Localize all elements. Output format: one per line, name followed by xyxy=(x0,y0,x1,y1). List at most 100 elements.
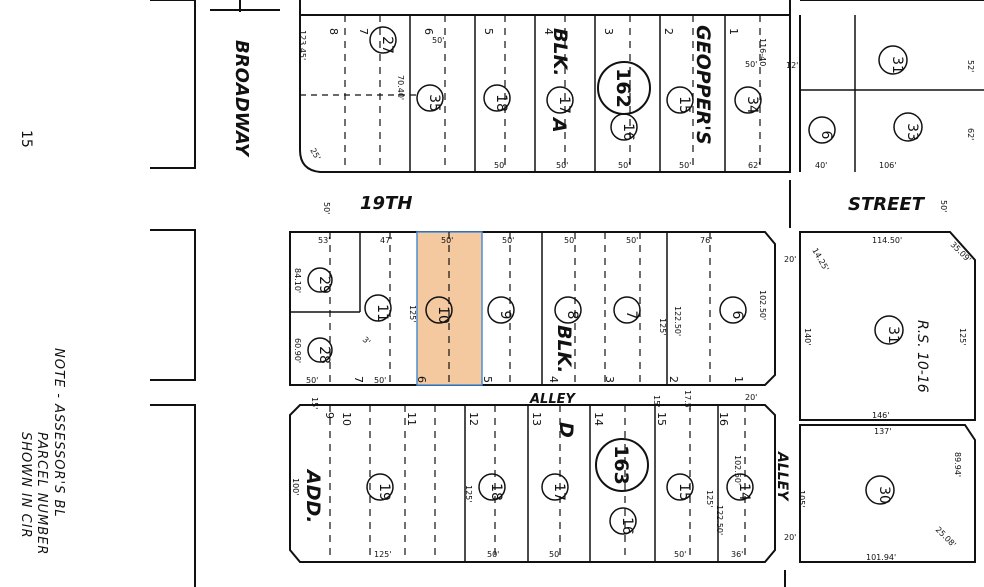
dim-top_62: 62' xyxy=(748,161,760,170)
dim-mid_84_10: 84.10' xyxy=(293,268,302,293)
dim-bot_50s-2: 50' xyxy=(674,550,686,559)
dim-top_123_45: 123.45' xyxy=(298,30,307,60)
dim-top_50s-3: 50' xyxy=(679,161,691,170)
dim-street_w1: 50' xyxy=(322,202,331,214)
dim-top_106: 106' xyxy=(879,161,896,170)
lot-lines xyxy=(329,15,761,562)
bottom-block-outline xyxy=(289,404,776,563)
parcel-bottom-18: 18 xyxy=(488,483,504,501)
block-a-label: BLK. xyxy=(549,28,571,77)
dim-top_40: 40' xyxy=(815,161,827,170)
lot-top-8: 8 xyxy=(327,28,340,35)
dim-mid_14_25: 14.25' xyxy=(810,247,830,273)
dim-mid_76: 76' xyxy=(700,236,712,245)
parcel-mid-7: 7 xyxy=(623,311,639,320)
highlighted-parcel[interactable] xyxy=(416,231,483,386)
dim-top_50r: 50' xyxy=(432,36,444,45)
alley-mid: ALLEY xyxy=(529,392,577,407)
parcel-mid-9: 9 xyxy=(497,311,513,320)
dim-top_50s-2: 50' xyxy=(618,161,630,170)
top-block-outline xyxy=(299,0,791,173)
parcel-top-18: 18 xyxy=(493,94,509,112)
lot-bottom-12: 12 xyxy=(467,412,480,426)
dim-bot_25_08: 25.08' xyxy=(934,525,958,549)
parcel-bottom-19: 19 xyxy=(376,483,392,501)
left-boundary-bottom xyxy=(150,404,196,587)
rs-label: R.S. 10-16 xyxy=(914,320,930,393)
lot-mid-3: 3 xyxy=(603,376,616,383)
alley-right: ALLEY xyxy=(774,451,790,502)
dim-bot_89_94: 89.94' xyxy=(953,452,962,477)
dim-alley_20: 20' xyxy=(745,393,757,402)
dim-bot_125_bot: 125' xyxy=(374,550,391,559)
dim-mid_20: 20' xyxy=(784,255,796,264)
parcel-top-27: 27 xyxy=(379,36,395,54)
parcel-top-6: 6 xyxy=(818,131,834,140)
street-label: STREET xyxy=(848,194,926,215)
lot-top-7: 7 xyxy=(357,28,370,35)
dim-mid_50s-3: 50' xyxy=(626,236,638,245)
dim-mid_50s-1: 50' xyxy=(502,236,514,245)
page-number: 15 xyxy=(18,130,34,148)
lot-mid-6: 6 xyxy=(415,376,428,383)
dim-mid_53: 53' xyxy=(318,236,330,245)
parcel-mid-11: 11 xyxy=(374,304,390,322)
parcel-top-16: 16 xyxy=(620,123,636,141)
block-d-letter: D xyxy=(555,422,577,438)
lot-top-3: 3 xyxy=(602,28,615,35)
lot-bottom-11: 11 xyxy=(405,412,418,426)
dim-alley_15: 15' xyxy=(310,397,319,409)
dim-bot_102_50: 102.50' xyxy=(733,455,742,485)
parcel-mid-28: 28 xyxy=(316,346,332,364)
mid-block-outline xyxy=(289,231,776,386)
dim-mid_122_50: 122.50' xyxy=(673,306,682,336)
dim-top_62r: 62' xyxy=(966,128,975,140)
note-line2: PARCEL NUMBER xyxy=(34,432,49,555)
lot-bottom-9: 9 xyxy=(323,412,336,419)
add-label: ADD. xyxy=(302,468,324,523)
dim-alley_15b: 15' xyxy=(652,395,661,407)
dim-mid_bottom_50s-0: 50' xyxy=(306,376,318,385)
dim-top_50s-4: 50' xyxy=(745,60,757,69)
book-page-163: 163 xyxy=(610,445,632,485)
dim-mid_bottom_50s-1: 50' xyxy=(374,376,386,385)
parcel-bottom-30: 30 xyxy=(876,486,892,504)
lot-mid-2: 2 xyxy=(667,376,680,383)
dim-alley_17_5: 17.5' xyxy=(683,390,692,410)
geopper-label: GEOPPER'S xyxy=(692,25,714,145)
street-19th: 19TH xyxy=(360,193,412,214)
parcel-top-33: 33 xyxy=(904,123,920,141)
street-broadway: BROADWAY xyxy=(231,40,252,158)
lot-bottom-16: 16 xyxy=(717,412,730,426)
lot-bottom-14: 14 xyxy=(592,412,605,426)
book-page-162: 162 xyxy=(612,68,634,108)
dim-bot_50s-0: 50' xyxy=(487,550,499,559)
block-d-label: BLK. xyxy=(553,325,575,374)
parcel-mid-6: 6 xyxy=(729,311,745,320)
dim-mid_140: 140' xyxy=(803,328,812,345)
left-boundary-mid xyxy=(150,229,196,381)
lot-bottom-15: 15 xyxy=(655,412,668,426)
dim-mid_102_50: 102.50' xyxy=(758,290,767,320)
dim-bot_137: 137' xyxy=(874,427,891,436)
lot-bottom-13: 13 xyxy=(530,412,543,426)
lot-bottom-10: 10 xyxy=(340,412,353,426)
dim-bot_101_94: 101.94' xyxy=(866,553,896,562)
lot-mid-7: 7 xyxy=(352,376,365,383)
dim-top_50s-0: 50' xyxy=(494,161,506,170)
left-boundary-top xyxy=(150,0,196,169)
parcel30-outline xyxy=(799,424,976,563)
dim-mid_114_50: 114.50' xyxy=(872,236,902,245)
parcel-top-17: 17 xyxy=(556,96,572,114)
lot-mid-4: 4 xyxy=(547,376,560,383)
dim-top_25: 25' xyxy=(308,147,322,162)
parcel-mid-31: 31 xyxy=(885,326,901,344)
dim-mid_3: 3' xyxy=(361,335,373,347)
parcel-bottom-14: 14 xyxy=(736,483,752,501)
dim-street_w2: 50' xyxy=(939,200,948,212)
parcel-mid-8: 8 xyxy=(564,311,580,320)
dim-bot_100: 100' xyxy=(291,478,300,495)
